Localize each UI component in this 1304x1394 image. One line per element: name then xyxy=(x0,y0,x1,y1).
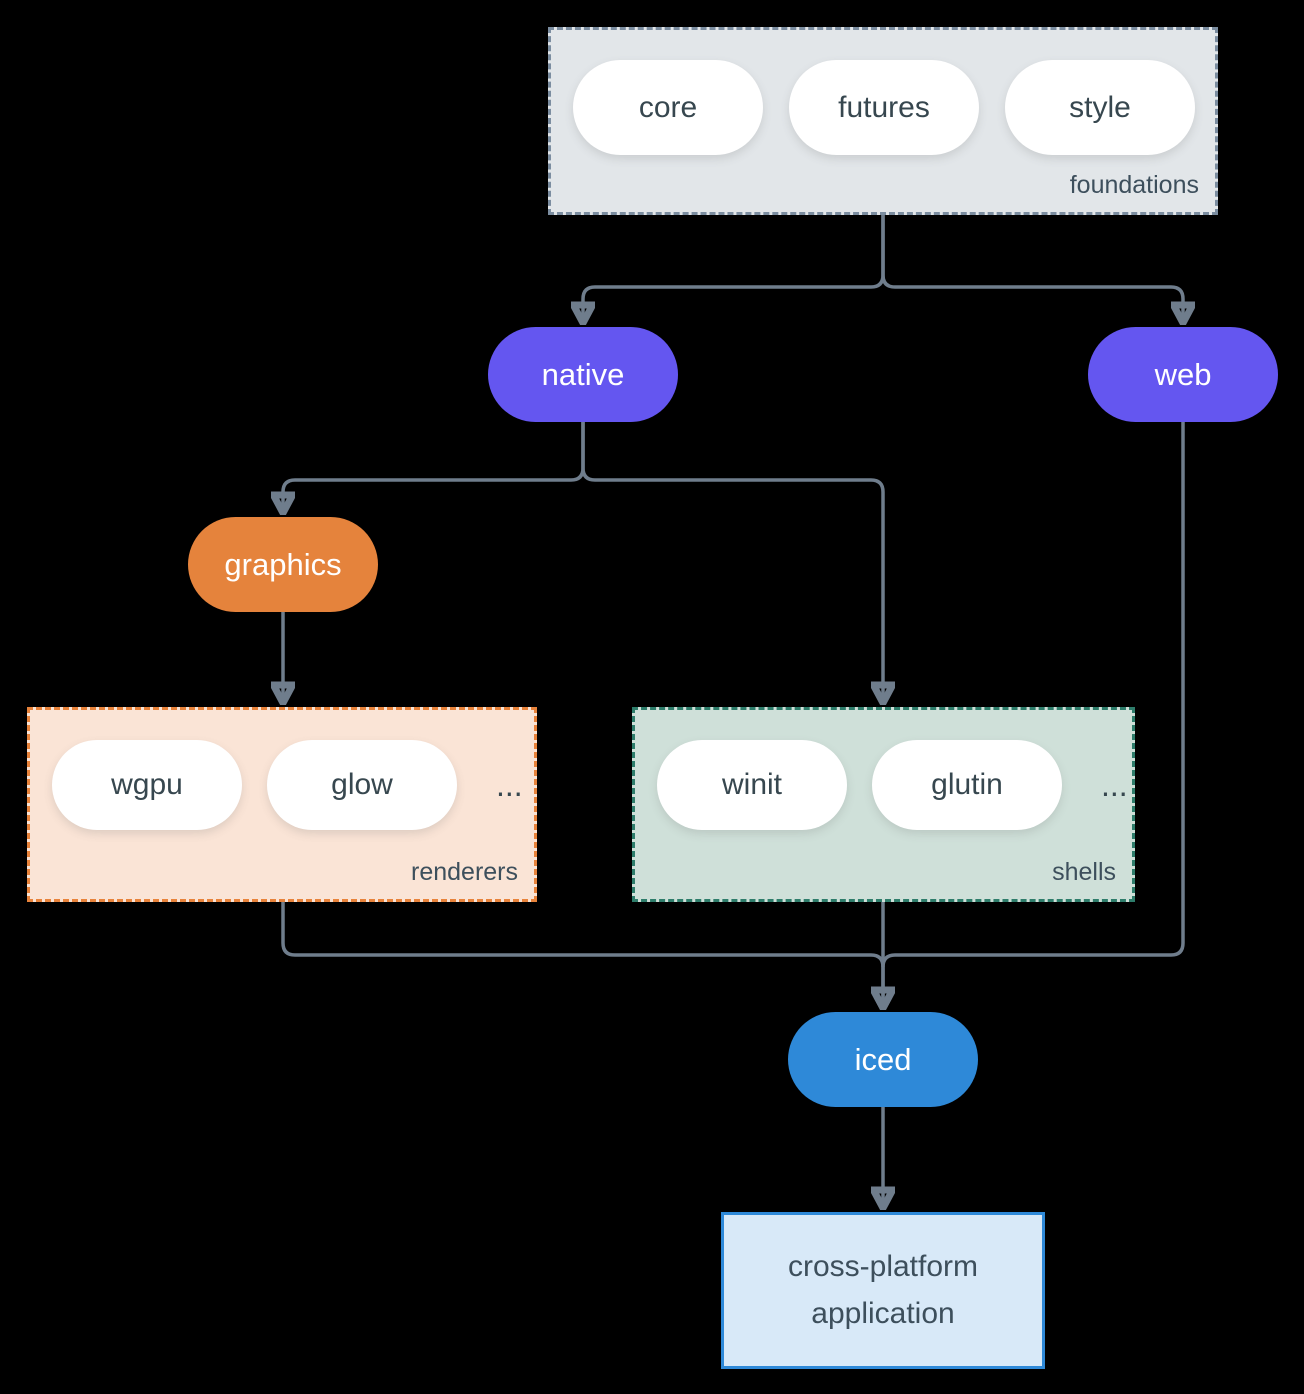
node-futures: futures xyxy=(789,60,979,155)
node-winit: winit xyxy=(657,740,847,830)
edge-web-iced xyxy=(881,422,1185,968)
foundations-pill-row: core futures style xyxy=(573,60,1195,155)
shells-pill-row: winit glutin ... xyxy=(657,740,1128,830)
shells-group-label: shells xyxy=(1052,858,1116,886)
edge-native-shells xyxy=(581,422,883,700)
node-glutin: glutin xyxy=(872,740,1062,830)
node-core: core xyxy=(573,60,763,155)
foundations-group: core futures style foundations xyxy=(548,27,1218,215)
node-native: native xyxy=(488,327,678,422)
renderers-group: wgpu glow ... renderers xyxy=(27,707,537,902)
edge-foundations-native xyxy=(583,215,885,320)
renderers-pill-row: wgpu glow ... xyxy=(52,740,523,830)
edge-foundations-web xyxy=(881,215,1183,320)
shells-group: winit glutin ... shells xyxy=(632,707,1135,902)
node-iced: iced xyxy=(788,1012,978,1107)
node-style: style xyxy=(1005,60,1195,155)
node-wgpu: wgpu xyxy=(52,740,242,830)
node-glow: glow xyxy=(267,740,457,830)
node-cross-platform-application: cross-platform application xyxy=(721,1212,1045,1369)
node-web: web xyxy=(1088,327,1278,422)
edge-renderers-iced xyxy=(281,902,883,1005)
renderers-group-label: renderers xyxy=(411,858,518,886)
renderers-ellipsis: ... xyxy=(496,766,523,803)
shells-ellipsis: ... xyxy=(1101,766,1128,803)
edge-native-graphics xyxy=(283,422,585,510)
node-graphics: graphics xyxy=(188,517,378,612)
foundations-group-label: foundations xyxy=(1069,171,1199,199)
